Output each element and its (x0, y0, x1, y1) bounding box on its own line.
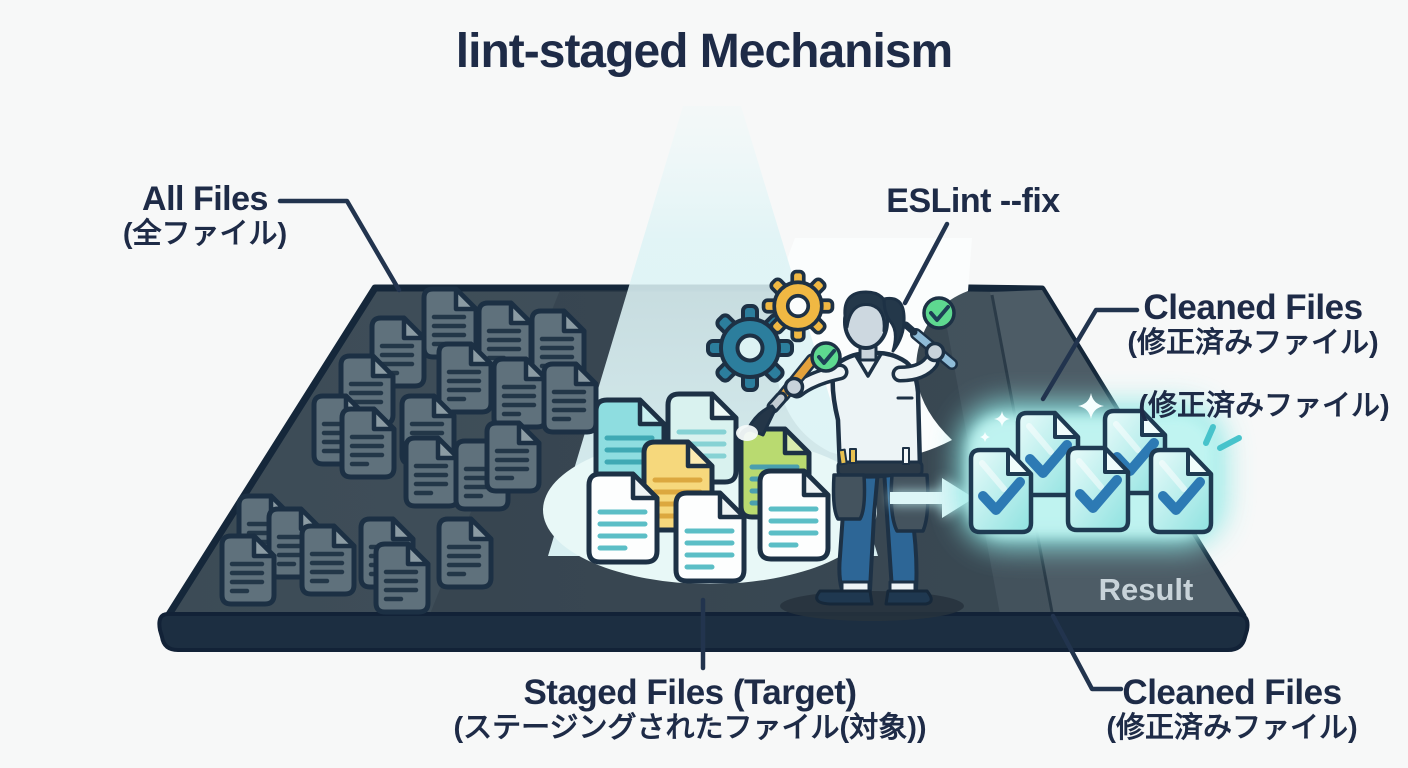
tool-belt (836, 460, 924, 477)
file-icon-dark (376, 544, 428, 612)
hair (843, 290, 890, 333)
file-icon-dark (342, 409, 394, 477)
hand (924, 341, 946, 363)
cleaned-files-group (958, 393, 1242, 548)
result-label: Result (1098, 572, 1194, 607)
file-icon-dark (302, 526, 354, 594)
file-icon-dark (544, 364, 596, 432)
cleaned-files-top-japanese: (修正済みファイル) (1127, 327, 1379, 360)
page-title: lint-staged Mechanism (455, 25, 953, 78)
file-icon-dark (439, 519, 491, 587)
file-icon-clean (971, 450, 1031, 532)
file-icon-dark (487, 423, 539, 491)
label-all-files: All Files (全ファイル) (123, 180, 287, 251)
gear-icon-teal (706, 304, 794, 392)
file-icon-clean (1068, 448, 1128, 530)
file-icon-dark (494, 359, 546, 427)
all-files-text: All Files (142, 180, 268, 218)
connector-all-files (277, 198, 402, 293)
staged-files-japanese: (ステージングされたファイル(対象)) (453, 712, 927, 745)
file-icon-clean (1151, 450, 1211, 532)
file-icon-dark (222, 536, 274, 604)
label-cleaned-files-note: (修正済みファイル) (1138, 390, 1390, 422)
pouch (831, 473, 867, 521)
arrow-right-icon (890, 478, 974, 518)
file-icon-dark (406, 438, 458, 506)
hand (783, 376, 805, 398)
gear-icon-yellow (761, 269, 835, 343)
label-cleaned-files-bottom: Cleaned Files (修正済みファイル) (1106, 673, 1357, 745)
cleaned-files-bottom-text: Cleaned Files (1122, 673, 1342, 712)
label-staged-files: Staged Files (Target) (ステージングされたファイル(対象)… (453, 673, 926, 745)
cleaned-files-bottom-japanese: (修正済みファイル) (1106, 712, 1358, 745)
paintbrush-icon (736, 353, 819, 441)
connector-cleaned-top (1040, 307, 1140, 402)
staged-files-text: Staged Files (Target) (523, 673, 857, 712)
sparkle-dashes (1203, 424, 1242, 451)
label-connectors (277, 198, 1140, 692)
file-icon-dark (439, 344, 491, 412)
cleaned-files-top-text: Cleaned Files (1143, 288, 1363, 327)
all-files-japanese: (全ファイル) (122, 218, 288, 251)
file-icon-white (757, 468, 831, 562)
connector-cleaned-bottom (1050, 613, 1124, 692)
file-icon-white (586, 471, 660, 565)
check-circle-icon (922, 296, 956, 330)
label-eslint-fix: ESLint --fix (886, 182, 1060, 220)
label-cleaned-files-top: Cleaned Files (修正済みファイル) (1127, 288, 1378, 360)
ponytail (882, 296, 906, 353)
check-circle-icon (810, 341, 842, 373)
connector-eslint (902, 221, 950, 306)
sparkle-icon (980, 393, 1104, 442)
file-icon-white (673, 490, 747, 584)
